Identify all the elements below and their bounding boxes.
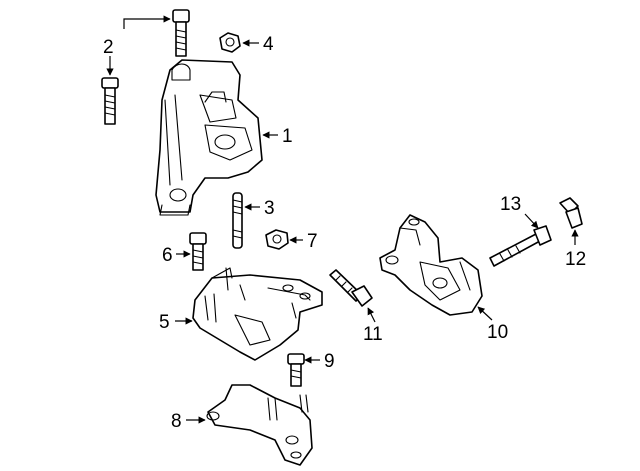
leader-2b [123, 15, 171, 29]
part-13-long-bolt[interactable] [489, 225, 552, 267]
leader-13 [524, 213, 539, 229]
callout-11: 11 [363, 324, 383, 345]
part-9-bolt[interactable] [287, 353, 305, 387]
callout-13: 13 [500, 194, 521, 215]
part-10-engine-mount[interactable] [379, 214, 483, 316]
part-8-lower-bracket[interactable] [206, 384, 313, 466]
callout-6: 6 [162, 245, 173, 266]
callout-4: 4 [263, 34, 274, 55]
part-12-bolt[interactable] [559, 197, 583, 229]
callout-9: 9 [324, 351, 335, 372]
callout-1: 1 [282, 126, 293, 147]
part-3-stud[interactable] [232, 192, 243, 249]
part-11-bolt[interactable] [329, 269, 373, 307]
callout-2: 2 [103, 37, 114, 58]
part-1-mount-bracket[interactable] [155, 59, 263, 216]
part-6-bolt[interactable] [189, 232, 207, 271]
part-4-nut[interactable] [219, 32, 241, 53]
callout-3: 3 [264, 198, 275, 219]
leader-11 [367, 307, 376, 323]
callout-8: 8 [171, 411, 182, 432]
callout-12: 12 [565, 249, 586, 270]
part-5-transmission-mount[interactable] [192, 267, 323, 361]
callout-7: 7 [307, 231, 318, 252]
leader-10 [477, 306, 493, 321]
callout-10: 10 [487, 322, 508, 343]
callout-5: 5 [159, 312, 170, 333]
part-2-bolt-upper[interactable] [172, 9, 190, 57]
part-2-bolt[interactable] [101, 77, 119, 125]
part-7-nut[interactable] [265, 229, 289, 250]
